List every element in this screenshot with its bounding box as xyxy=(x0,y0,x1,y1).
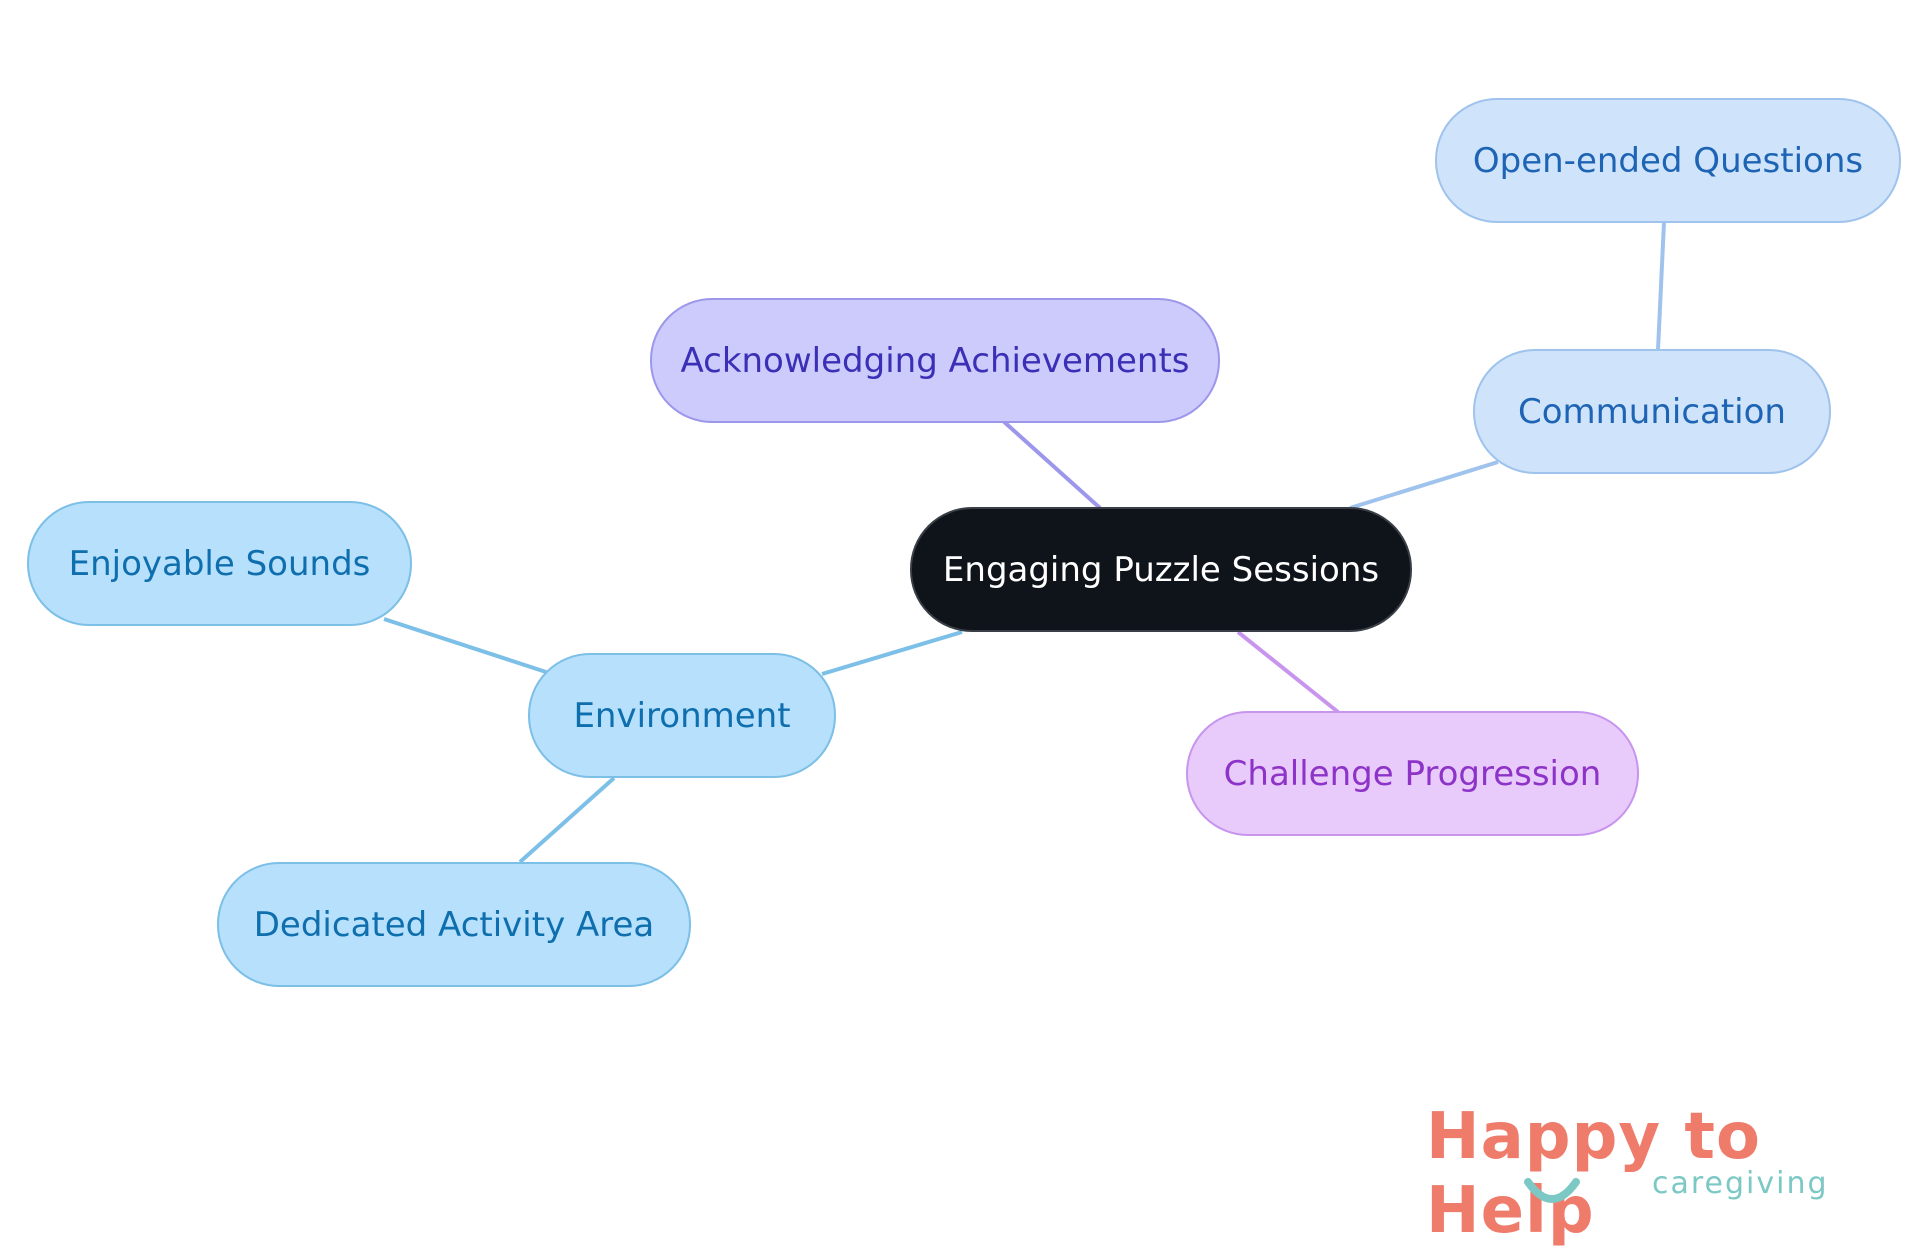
edge-environment-enjoyable-sounds xyxy=(383,617,547,674)
node-environment[interactable]: Environment xyxy=(528,653,836,778)
logo-tagline: caregiving xyxy=(1652,1166,1829,1201)
brand-logo: Happy to Help caregiving xyxy=(1420,1100,1900,1248)
edge-environment-dedicated-area xyxy=(518,776,616,864)
edge-root-communication xyxy=(1349,460,1499,510)
node-open-ended-questions[interactable]: Open-ended Questions xyxy=(1435,98,1901,223)
edge-communication-open-ended xyxy=(1656,221,1666,351)
smile-icon xyxy=(1524,1178,1580,1203)
node-challenge-progression[interactable]: Challenge Progression xyxy=(1186,711,1639,836)
edge-root-acknowledging xyxy=(1000,418,1102,510)
root-node[interactable]: Engaging Puzzle Sessions xyxy=(910,507,1412,632)
node-communication[interactable]: Communication xyxy=(1473,349,1831,474)
edge-root-challenge xyxy=(1236,630,1340,714)
node-dedicated-activity-area[interactable]: Dedicated Activity Area xyxy=(217,862,691,987)
node-acknowledging-achievements[interactable]: Acknowledging Achievements xyxy=(650,298,1220,423)
edge-root-environment xyxy=(821,630,963,676)
node-enjoyable-sounds[interactable]: Enjoyable Sounds xyxy=(27,501,412,626)
mind-map: Engaging Puzzle Sessions Acknowledging A… xyxy=(27,98,1901,987)
edge-layer xyxy=(383,221,1666,864)
